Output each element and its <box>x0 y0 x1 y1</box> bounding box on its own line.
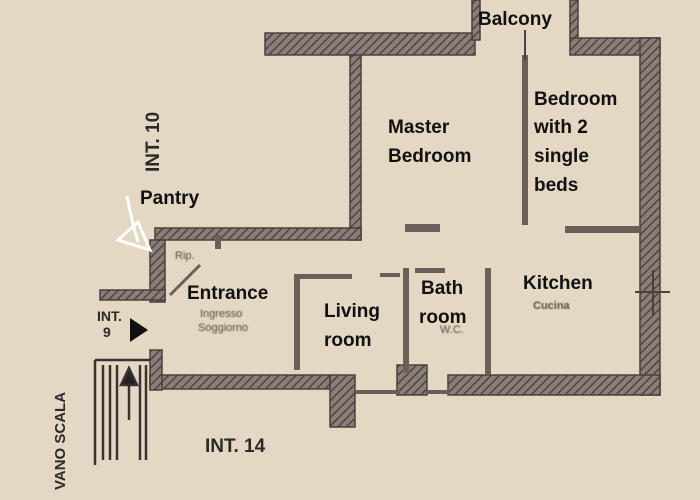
label-master-line2: Bedroom <box>388 146 472 167</box>
label-bath-line2: room <box>419 307 467 328</box>
label-ingresso-line1: Ingresso <box>200 308 243 320</box>
label-cucina: Cucina <box>533 300 570 312</box>
label-pantry: Pantry <box>140 188 200 209</box>
pantry-arrow-icon <box>115 195 153 253</box>
label-entrance: Entrance <box>187 283 269 304</box>
label-living-line1: Living <box>324 301 380 322</box>
label-bath-line1: Bath <box>421 278 464 299</box>
label-int-10: INT. 10 <box>143 111 164 172</box>
windows <box>524 30 670 315</box>
label-ingresso-line2: Soggiorno <box>198 322 249 334</box>
label-bedroom-2-line4: beds <box>534 175 579 196</box>
label-balcony: Balcony <box>478 9 552 30</box>
staircase <box>93 358 150 465</box>
label-bedroom-2-line3: single <box>534 146 589 167</box>
stair-up-arrow-icon <box>119 365 139 387</box>
label-int-9-line1: INT. <box>97 308 122 324</box>
label-int-14: INT. 14 <box>205 436 266 457</box>
label-vano-scala: VANO SCALA <box>52 391 69 490</box>
interior-walls <box>168 55 640 394</box>
label-int-9-line2: 9 <box>103 324 111 340</box>
label-wc: W.C. <box>440 324 464 336</box>
label-bedroom-2-line2: with 2 <box>534 117 588 138</box>
label-bedroom-2-line1: Bedroom <box>534 89 618 110</box>
entrance-door-icon <box>130 318 148 342</box>
label-master-line1: Master <box>388 117 450 138</box>
label-kitchen: Kitchen <box>523 273 593 294</box>
label-rip: Rip. <box>175 250 195 262</box>
exterior-walls <box>99 0 661 428</box>
label-living-line2: room <box>324 330 372 351</box>
